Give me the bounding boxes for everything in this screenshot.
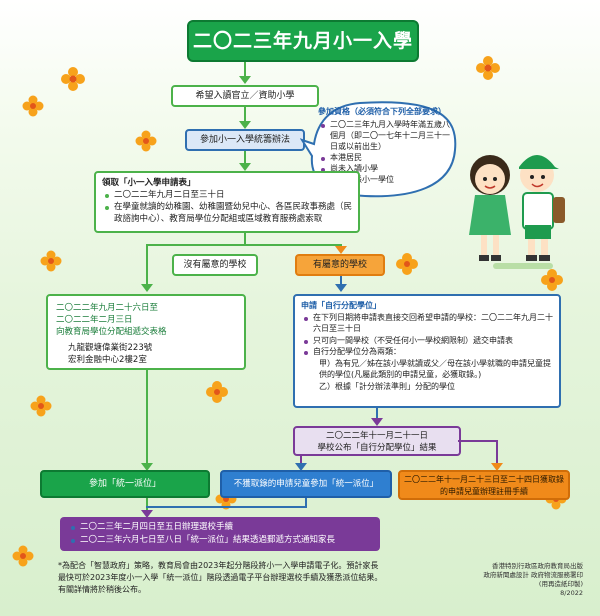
collect-list: 二〇二二年九月二日至三十日 在學童就讀的幼稚園、幼稚園暨幼兒中心、各區民政事務處… [102, 189, 352, 225]
arrow-down [335, 284, 347, 292]
arrow-down [335, 246, 347, 254]
final-steps-box: 二〇二三年二月四日至五日辦理選校手續 二〇二三年六月七日至八日「統一派位」結果透… [60, 517, 380, 551]
arrow-down [371, 418, 383, 426]
discretionary-item: 自行分配學位分為兩類： [313, 346, 553, 358]
collect-form-box: 領取「小一入學申請表」 二〇二二年九月二日至三十日 在學童就讀的幼稚園、幼稚園暨… [94, 171, 360, 233]
branch-has-preference: 有屬意的學校 [295, 254, 385, 276]
discretionary-item: 只可向一間學校（不受任何小一學校網限制）遞交申請表 [313, 335, 553, 347]
discretionary-sub-item: 甲）為有兄／姊在該小學就讀或父／母在該小學就職的申請兒童提供的學位(凡屬此類別的… [301, 358, 553, 381]
results-box: 二〇二二年十一月二十一日 學校公布「自行分配學位」結果 [293, 426, 461, 456]
flower-decoration [12, 545, 34, 571]
credit-line: (用再造紙印製) [448, 580, 583, 589]
arrow-down [239, 163, 251, 171]
publisher-credits: 香港特別行政區政府教育局出版 政府新聞處設計 政府物流服務署印 (用再造紙印製)… [448, 562, 583, 598]
connector-line [458, 440, 498, 442]
credit-line: 政府新聞處設計 政府物流服務署印 [448, 571, 583, 580]
flower-decoration [395, 252, 419, 280]
branch-no-text: 沒有屬意的學校 [183, 260, 246, 270]
collect-item: 二〇二二年九月二日至三十日 [114, 189, 352, 201]
flower-decoration [40, 250, 62, 276]
connector-line [146, 274, 148, 284]
step-join-box: 參加小一入學統籌辦法 [185, 129, 305, 151]
results-text: 學校公布「自行分配學位」結果 [295, 442, 459, 454]
collect-item: 在學童就讀的幼稚園、幼稚園暨幼兒中心、各區民政事務處（民政諮詢中心）、教育局學位… [114, 201, 352, 225]
children-illustration [455, 135, 575, 270]
step-join-text: 參加小一入學統籌辦法 [200, 135, 290, 145]
flower-decoration [60, 66, 86, 96]
central-unsuccessful-box: 不獲取錄的申請兒童參加「統一派位」 [220, 470, 392, 498]
eligibility-heading: 參加資格（必須符合下列全部要求） [318, 106, 454, 117]
results-date: 二〇二二年十一月二十一日 [295, 430, 459, 442]
step-apply-box: 希望入讀官立／資助小學 [171, 85, 319, 107]
connector-line [146, 244, 148, 274]
footnote: *為配合「智慧政府」策略，教育局會由2023年起分階段將小一入學申請電子化。預計… [58, 560, 383, 596]
eligibility-item: 二〇二三年九月入學時年滿五歲八個月（即二〇一七年十二月三十一日或以前出生） [330, 119, 454, 152]
registration-box: 二〇二二年十一月二十三日至二十四日獲取錄的申請兒童辦理註冊手續 [398, 470, 570, 500]
submit-line: 二〇二二年九月二十六日至 [56, 302, 236, 314]
branch-yes-text: 有屬意的學校 [313, 260, 367, 270]
final-step-item: 二〇二三年二月四日至五日辦理選校手續 [80, 521, 372, 534]
flower-decoration [135, 130, 157, 156]
central-allocation-text: 參加「統一派位」 [89, 479, 161, 489]
submit-line: 二〇二二年二月三日 [56, 314, 236, 326]
credit-line: 香港特別行政區政府教育局出版 [448, 562, 583, 571]
address-line: 宏利金融中心2樓2室 [56, 354, 236, 366]
central-unsuccessful-text: 不獲取錄的申請兒童參加「統一派位」 [234, 479, 379, 489]
connector-line [146, 244, 342, 246]
connector-line [305, 498, 307, 506]
discretionary-list: 在下列日期將申請表直接交回希望申請的學校：二〇二二年九月二十六日至三十日 只可向… [301, 312, 553, 358]
credit-line: 8/2022 [448, 589, 583, 598]
arrow-down [141, 284, 153, 292]
branch-no-preference: 沒有屬意的學校 [172, 254, 258, 276]
discretionary-item: 在下列日期將申請表直接交回希望申請的學校：二〇二二年九月二十六日至三十日 [313, 312, 553, 335]
submit-form-box: 二〇二二年九月二十六日至 二〇二二年二月三日 向教育局學位分配組遞交表格 九龍觀… [46, 294, 246, 370]
connector-line [340, 276, 342, 284]
registration-text: 二〇二二年十一月二十三日至二十四日獲取錄的申請兒童辦理註冊手續 [404, 475, 564, 496]
discretionary-heading: 申請「自行分配學位」 [301, 300, 553, 312]
footnote-text: *為配合「智慧政府」策略，教育局會由2023年起分階段將小一入學申請電子化。預計… [58, 561, 382, 594]
flower-decoration [30, 395, 52, 421]
address-line: 九龍觀塘偉業街223號 [56, 342, 236, 354]
flower-decoration [540, 268, 564, 296]
discretionary-place-box: 申請「自行分配學位」 在下列日期將申請表直接交回希望申請的學校：二〇二二年九月二… [293, 294, 561, 408]
page-title: 二〇二三年九月小一入學 [187, 20, 419, 62]
connector-line [146, 498, 148, 510]
discretionary-sub-item: 乙）根據「計分辦法準則」分配的學位 [301, 381, 553, 393]
flower-decoration [475, 55, 501, 85]
final-steps-list: 二〇二三年二月四日至五日辦理選校手續 二〇二三年六月七日至八日「統一派位」結果透… [68, 521, 372, 547]
connector-line [146, 506, 307, 508]
arrow-down [239, 76, 251, 84]
submit-line: 向教育局學位分配組遞交表格 [56, 326, 236, 338]
collect-heading: 領取「小一入學申請表」 [102, 177, 352, 189]
central-allocation-box: 參加「統一派位」 [40, 470, 210, 498]
flower-decoration [22, 95, 44, 121]
connector-line [146, 370, 148, 466]
step-apply-text: 希望入讀官立／資助小學 [195, 91, 294, 101]
final-step-item: 二〇二三年六月七日至八日「統一派位」結果透過郵遞方式通知家長 [80, 534, 372, 547]
arrow-down [239, 121, 251, 129]
eligibility-item: 本港居民 [330, 152, 454, 163]
flower-decoration [205, 380, 229, 408]
